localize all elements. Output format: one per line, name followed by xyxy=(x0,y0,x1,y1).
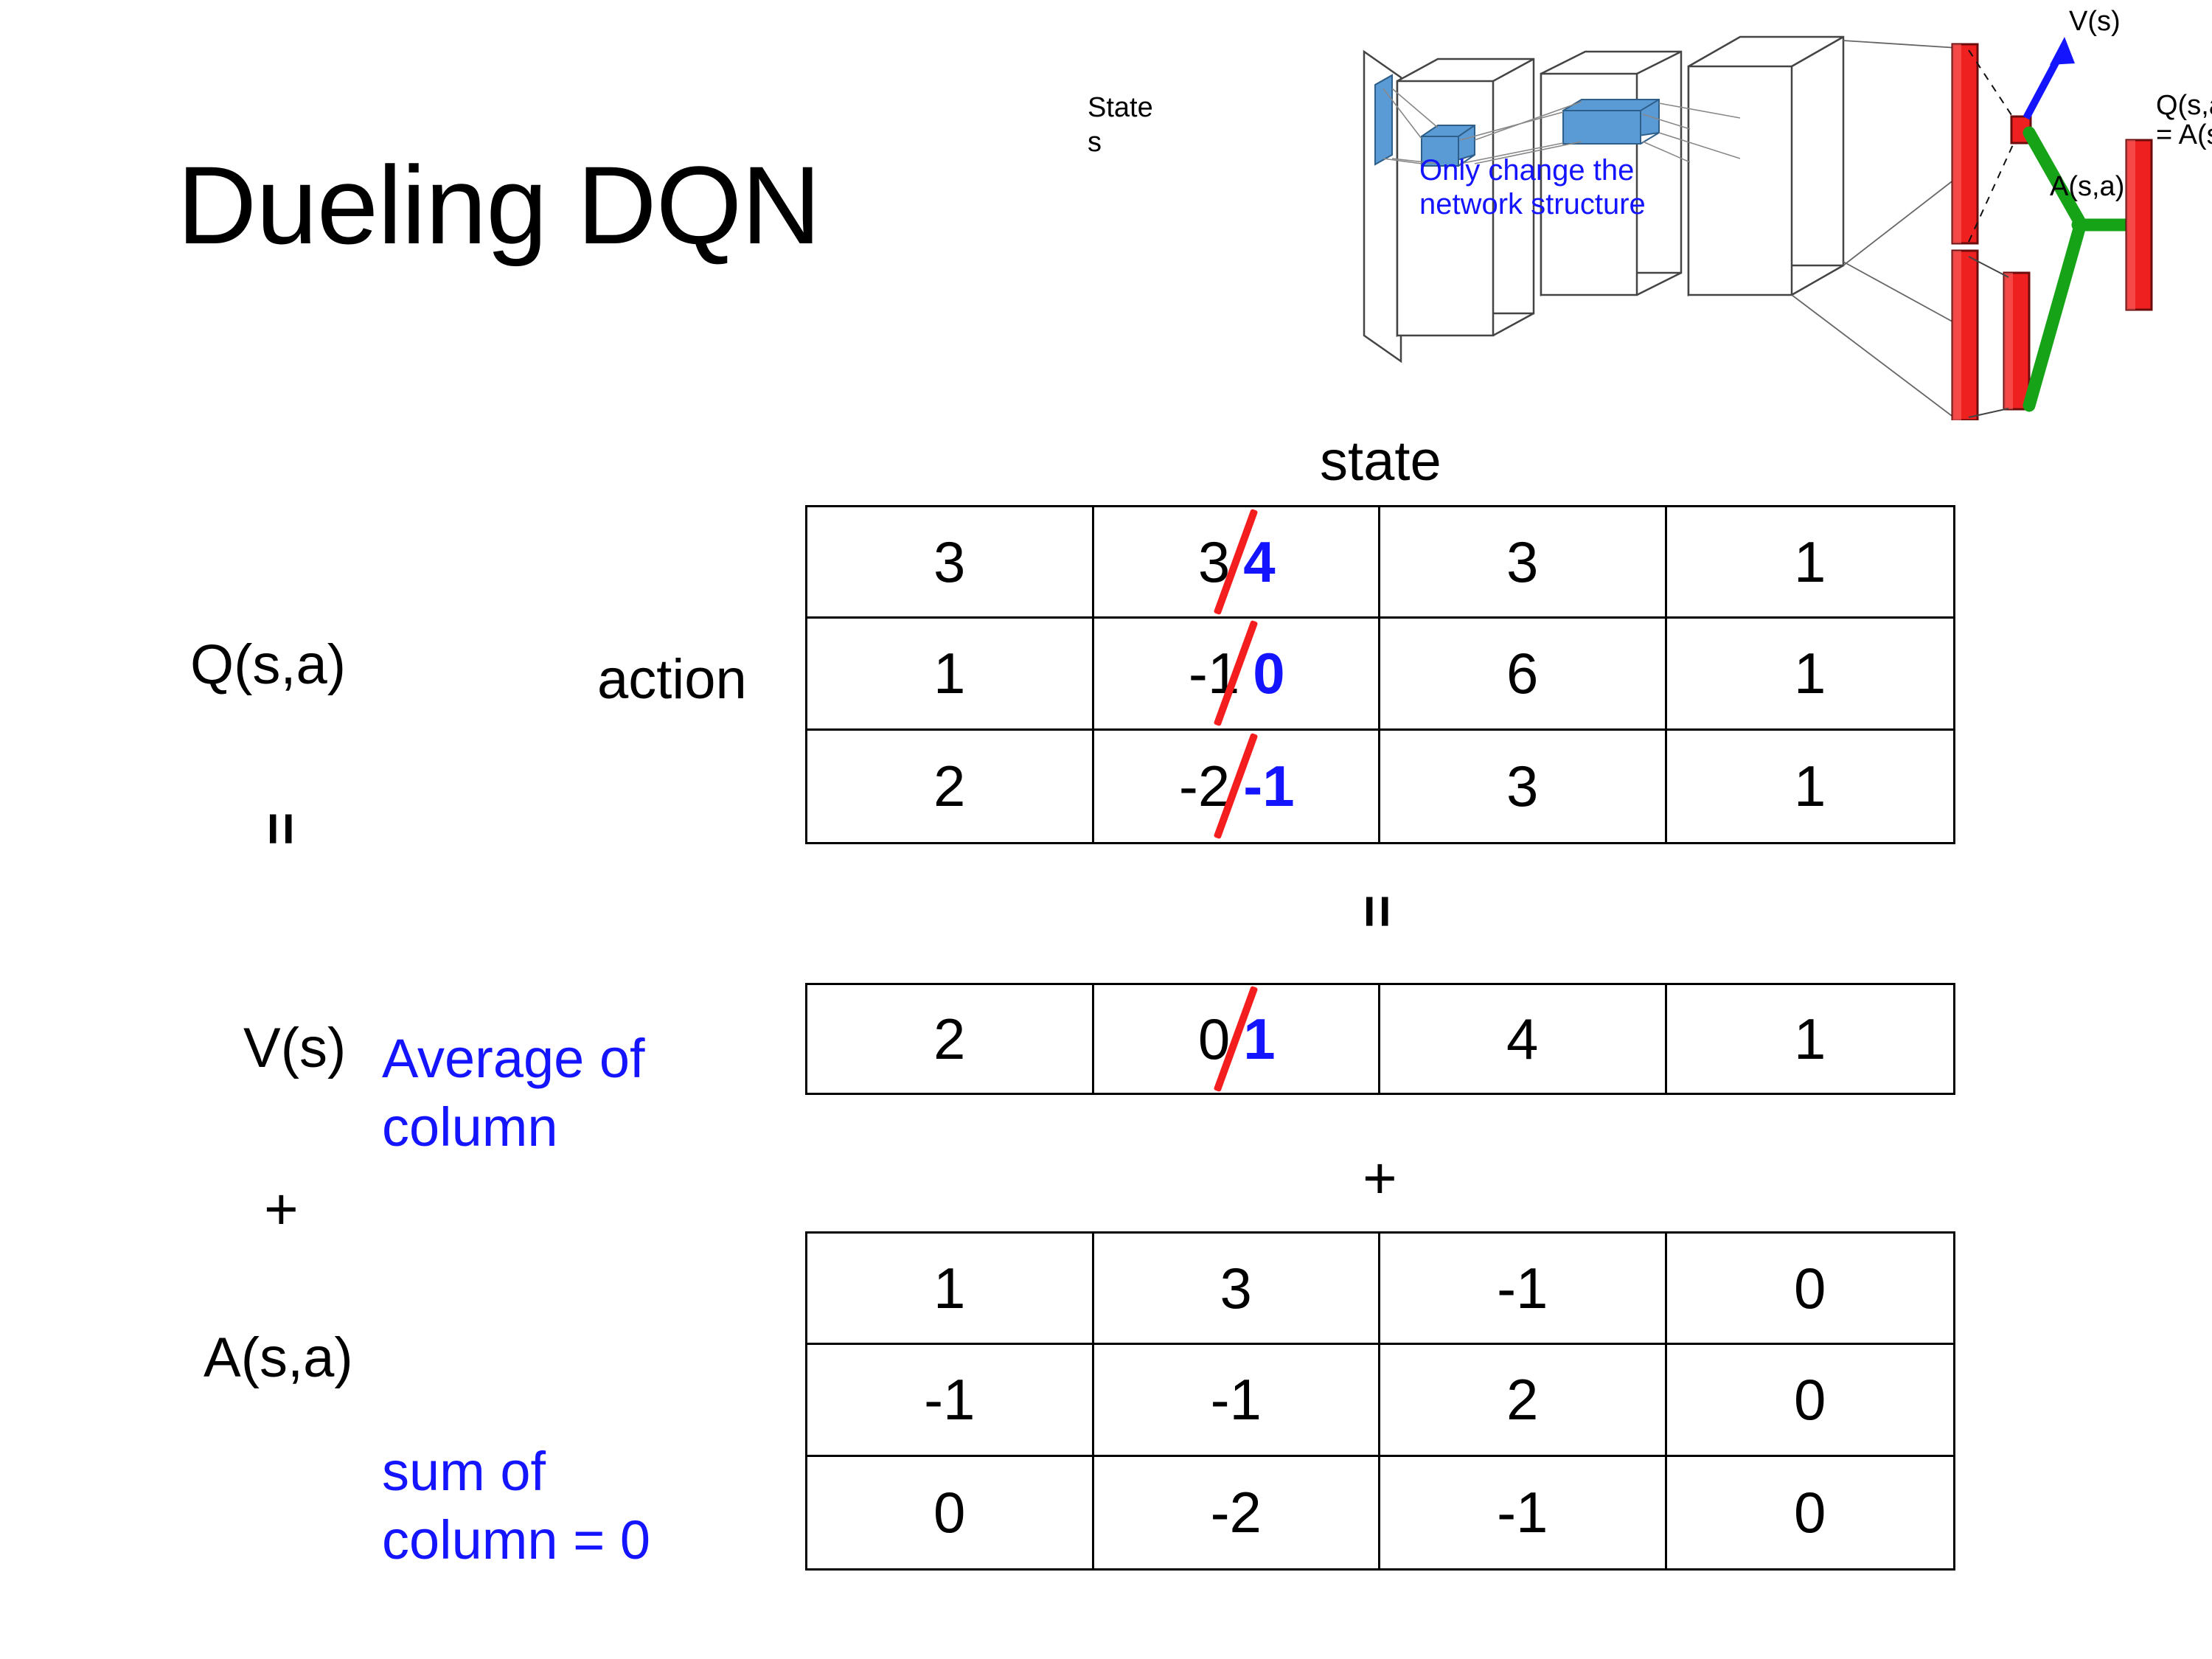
a-value-r1c3: 0 xyxy=(1794,1366,1826,1432)
v-value-c2: 4 xyxy=(1506,1006,1539,1071)
a-value-r0c2: -1 xyxy=(1497,1255,1548,1321)
q-value-r0c3: 1 xyxy=(1794,529,1826,594)
diagram-q-equation: = A(s,a)+V(s) xyxy=(2156,119,2212,150)
equals-symbol-between-tables: = xyxy=(1345,894,1411,930)
q-cell-r2c2: 3 xyxy=(1380,730,1667,842)
q-value-r2c3: 1 xyxy=(1794,753,1826,818)
action-axis-label: action xyxy=(597,648,747,711)
q-value-r1c3: 1 xyxy=(1794,640,1826,706)
q-new-value-r2c1: -1 xyxy=(1243,753,1295,818)
a-value-r0c0: 1 xyxy=(933,1255,966,1321)
q-new-value-r1c1: 0 xyxy=(1253,640,1285,706)
q-cell-r0c3: 1 xyxy=(1666,507,1953,619)
v-cell-c0: 2 xyxy=(807,985,1094,1093)
v-cell-c2: 4 xyxy=(1380,985,1667,1093)
q-cell-r2c0: 2 xyxy=(807,730,1094,842)
q-value-r1c2: 6 xyxy=(1506,640,1539,706)
q-cell-r1c2: 6 xyxy=(1380,619,1667,731)
a-cell-r0c0: 1 xyxy=(807,1234,1094,1346)
a-cell-r2c0: 0 xyxy=(807,1456,1094,1568)
q-cell-r2c1: -2 -1 xyxy=(1094,730,1380,842)
plus-symbol-between-tables: + xyxy=(1363,1145,1397,1211)
q-output-bar xyxy=(2125,139,2153,311)
a-cell-r0c3: 0 xyxy=(1666,1234,1953,1346)
network-note: Only change the network structure xyxy=(1419,154,1646,220)
a-cell-r2c3: 0 xyxy=(1667,1457,1954,1568)
diagram-a-label: A(s,a) xyxy=(2050,171,2125,202)
a-value-r1c0: -1 xyxy=(924,1366,975,1432)
v-value-c3: 1 xyxy=(1794,1006,1826,1071)
q-new-value-r0c1: 4 xyxy=(1243,529,1276,594)
a-value-r2c3: 0 xyxy=(1794,1479,1826,1545)
q-cell-r0c2: 3 xyxy=(1380,507,1667,619)
equals-symbol-left: = xyxy=(248,812,314,847)
a-cell-r1c0: -1 xyxy=(807,1345,1094,1457)
a-cell-r0c2: -1 xyxy=(1380,1234,1667,1346)
v-old-value-c1: 0 xyxy=(1197,1006,1231,1071)
state-axis-label: state xyxy=(1320,430,1441,493)
q-value-r0c0: 3 xyxy=(933,529,966,594)
q-cell-r1c3: 1 xyxy=(1666,619,1953,731)
v-cell-c3: 1 xyxy=(1667,985,1954,1093)
a-cell-r1c2: 2 xyxy=(1380,1345,1667,1457)
a-value-r2c0: 0 xyxy=(933,1479,966,1545)
a-cell-r0c1: 3 xyxy=(1093,1234,1380,1346)
a-value-r1c2: 2 xyxy=(1506,1366,1539,1432)
network-diagram-svg xyxy=(1363,35,2153,420)
dueling-network-diagram: State s Only change the network structur… xyxy=(1088,6,2212,420)
sum-of-column-note: sum of column = 0 xyxy=(382,1441,651,1571)
plus-symbol-left: + xyxy=(264,1176,299,1242)
a-cell-r1c1: -1 xyxy=(1093,1345,1380,1457)
page-title: Dueling DQN xyxy=(177,143,821,267)
q-old-value-r1c1: -1 xyxy=(1188,640,1240,706)
q-old-value-r0c1: 3 xyxy=(1197,529,1231,594)
v-value-c0: 2 xyxy=(933,1006,966,1071)
a-cell-r2c1: -2 xyxy=(1094,1456,1380,1568)
v-table: 2 0 1 4 1 xyxy=(805,983,1955,1095)
state-label: State xyxy=(1088,92,1153,123)
a-value-r2c1: -2 xyxy=(1210,1479,1262,1545)
q-function-label: Q(s,a) xyxy=(190,633,347,696)
a-function-label: A(s,a) xyxy=(204,1326,353,1389)
q-value-r0c2: 3 xyxy=(1506,529,1539,594)
v-arrow xyxy=(2023,37,2075,120)
a-value-r1c1: -1 xyxy=(1210,1366,1262,1432)
diagram-v-label: V(s) xyxy=(2069,6,2121,37)
v-cell-c1: 0 1 xyxy=(1094,985,1380,1093)
q-value-r2c2: 3 xyxy=(1506,753,1539,818)
advantage-stream-bar xyxy=(1951,249,2031,420)
average-of-column-note: Average of column xyxy=(382,1028,645,1158)
v-new-value-c1: 1 xyxy=(1243,1006,1276,1071)
q-old-value-r2c1: -2 xyxy=(1178,753,1231,818)
a-value-r0c1: 3 xyxy=(1220,1255,1252,1321)
a-cell-r1c3: 0 xyxy=(1666,1345,1953,1457)
value-stream-bar xyxy=(1951,43,1979,245)
a-cell-r2c2: -1 xyxy=(1380,1456,1667,1568)
a-value-r0c3: 0 xyxy=(1794,1255,1826,1321)
a-table: 1 3 -1 0 -1 -1 2 0 0 -2 -1 0 xyxy=(805,1231,1955,1571)
q-value-r1c0: 1 xyxy=(933,640,966,706)
state-sublabel: s xyxy=(1088,127,1102,158)
q-value-r2c0: 2 xyxy=(933,753,966,818)
q-cell-r1c0: 1 xyxy=(807,619,1094,731)
q-cell-r2c3: 1 xyxy=(1667,731,1954,842)
q-cell-r0c0: 3 xyxy=(807,507,1094,619)
a-value-r2c2: -1 xyxy=(1497,1479,1548,1545)
v-function-label: V(s) xyxy=(243,1017,347,1079)
q-cell-r0c1: 3 4 xyxy=(1093,507,1380,619)
q-table: 3 3 4 3 1 1 -1 0 6 1 2 -2 -1 3 1 xyxy=(805,505,1955,844)
q-cell-r1c1: -1 0 xyxy=(1093,619,1380,731)
diagram-q-label: Q(s,a) xyxy=(2156,90,2212,121)
